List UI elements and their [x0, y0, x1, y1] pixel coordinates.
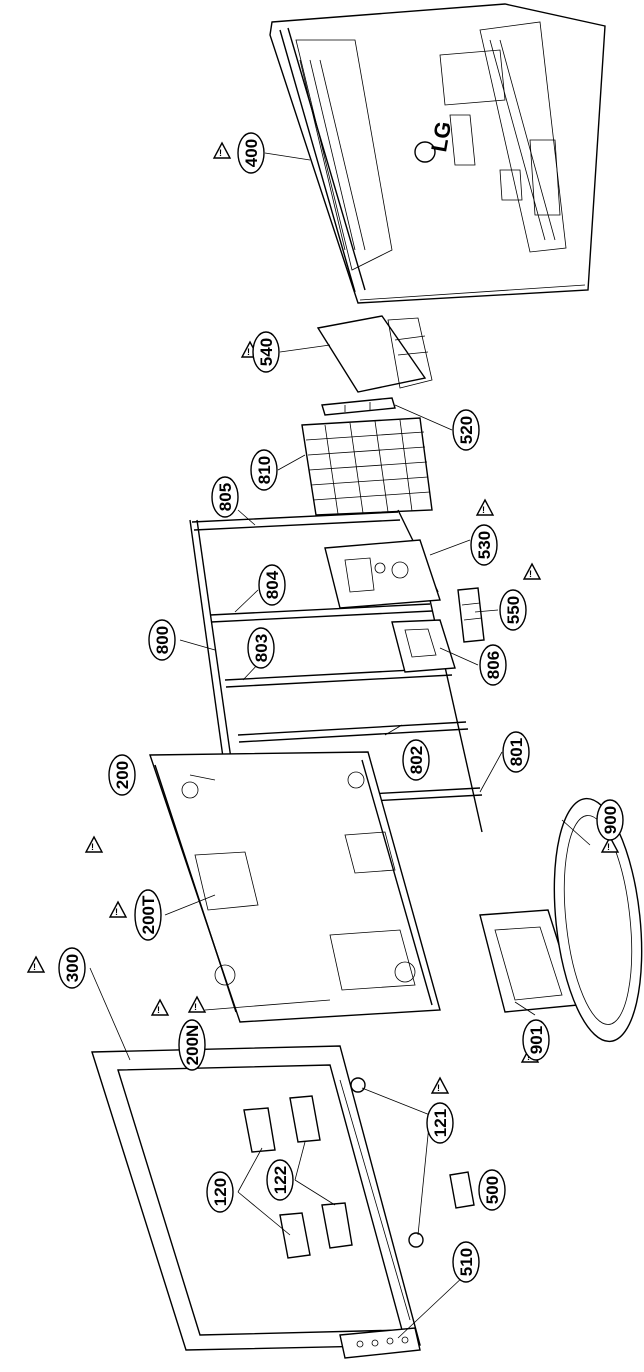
warning-symbol-text: ! [607, 842, 610, 852]
warning-symbol-text: ! [247, 347, 250, 357]
knob-part [350, 1077, 424, 1248]
part-number-label: 121 [431, 1109, 450, 1137]
callout-121: 121 [426, 1102, 454, 1144]
callout-200: 200 [108, 754, 136, 796]
safety-warning-icon: ! [212, 141, 232, 159]
callout-530: 530 [470, 524, 498, 566]
warning-symbol-text: ! [529, 569, 532, 579]
warning-symbol-text: ! [219, 148, 222, 158]
callout-550: 550 [499, 589, 527, 631]
safety-warning-icon: ! [475, 498, 495, 516]
part-number-label: 500 [483, 1176, 502, 1204]
part-number-label: 530 [475, 531, 494, 559]
callout-540: 540 [252, 331, 280, 373]
small-pcb-500-part [449, 1171, 475, 1209]
part-number-label: 801 [507, 738, 526, 766]
part-number-label: 800 [153, 626, 172, 654]
power-board-part [324, 539, 441, 609]
part-number-label: 806 [484, 651, 503, 679]
part-number-label: 810 [255, 456, 274, 484]
bracket-520-part [321, 397, 396, 416]
part-number-label: 200N [183, 1025, 202, 1066]
shield-plate-part [301, 417, 433, 516]
callout-803: 803 [247, 627, 275, 669]
safety-warning-icon: ! [26, 955, 46, 973]
callout-300: 300 [58, 947, 86, 989]
callout-122: 122 [266, 1159, 294, 1201]
frame-part [189, 509, 483, 833]
panel-module-part [149, 751, 441, 1023]
stand-part [479, 797, 643, 1043]
callout-500: 500 [478, 1169, 506, 1211]
callout-804: 804 [258, 564, 286, 606]
part-number-label: 901 [527, 1026, 546, 1054]
callout-806: 806 [479, 644, 507, 686]
safety-warning-icon: ! [187, 995, 207, 1013]
part-number-label: 900 [601, 806, 620, 834]
safety-warning-icon: ! [600, 835, 620, 853]
part-number-label: 550 [504, 596, 523, 624]
safety-warning-icon: ! [84, 835, 104, 853]
leader-lines [89, 152, 591, 1339]
part-number-label: 300 [63, 954, 82, 982]
part-number-label: 200 [113, 761, 132, 789]
lg-logo-text: LG [426, 119, 456, 153]
callout-901: 901 [522, 1019, 550, 1061]
warning-symbol-text: ! [115, 907, 118, 917]
safety-warning-icon: ! [150, 998, 170, 1016]
main-board-part [316, 315, 433, 393]
warning-symbol-text: ! [482, 505, 485, 515]
safety-warning-icon: ! [430, 1076, 450, 1094]
part-number-label: 520 [457, 416, 476, 444]
part-number-label: 805 [216, 483, 235, 511]
part-number-label: 510 [457, 1248, 476, 1276]
part-number-label: 804 [263, 570, 282, 599]
safety-warning-icon: ! [108, 900, 128, 918]
lg-logo: LG [414, 119, 456, 163]
warning-symbol-text: ! [437, 1083, 440, 1093]
part-number-label: 122 [271, 1166, 290, 1194]
callout-200N: 200N [178, 1019, 206, 1071]
callout-900: 900 [596, 799, 624, 841]
part-number-label: 200T [139, 895, 158, 934]
callout-520: 520 [452, 409, 480, 451]
warning-symbol-text: ! [33, 962, 36, 972]
callout-800: 800 [148, 619, 176, 661]
callout-810: 810 [250, 449, 278, 491]
back-cover-part [269, 3, 606, 304]
warning-symbol-text: ! [91, 842, 94, 852]
part-number-label: 802 [407, 746, 426, 774]
callout-400: 400 [237, 132, 265, 174]
part-number-label: 540 [257, 338, 276, 366]
small-board-550-part [457, 587, 485, 643]
warning-symbol-text: ! [194, 1002, 197, 1012]
button-panel-part [339, 1327, 421, 1359]
callout-120: 120 [206, 1171, 234, 1213]
callout-802: 802 [402, 739, 430, 781]
warning-symbol-text: ! [157, 1005, 160, 1015]
safety-warning-icon: ! [522, 562, 542, 580]
part-number-label: 400 [242, 139, 261, 167]
callout-200T: 200T [134, 889, 162, 941]
part-number-label: 803 [252, 634, 271, 662]
callout-805: 805 [211, 476, 239, 518]
callout-510: 510 [452, 1241, 480, 1283]
part-number-label: 120 [211, 1178, 230, 1206]
callout-801: 801 [502, 731, 530, 773]
